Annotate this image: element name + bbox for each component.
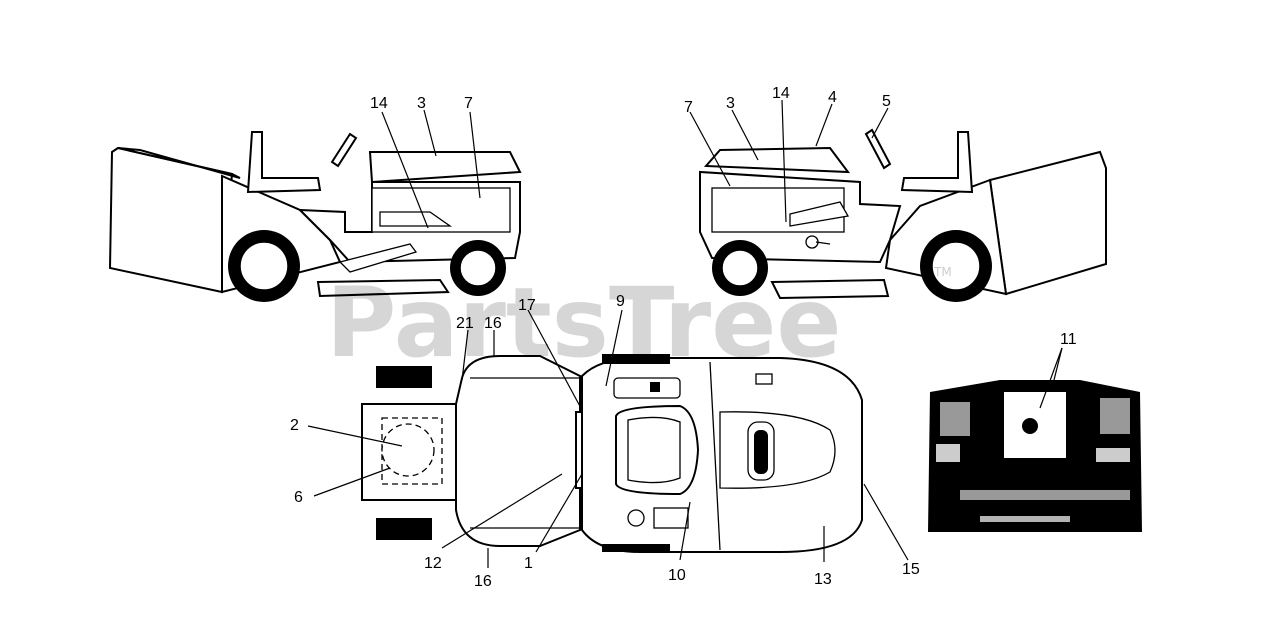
watermark-text: PartsTree <box>326 267 841 379</box>
callout-6: 6 <box>294 489 303 506</box>
callout-10: 10 <box>668 567 686 584</box>
right-side-view <box>699 128 1107 302</box>
left-side-view <box>108 131 522 302</box>
callout-3: 3 <box>417 95 426 112</box>
callout-14: 14 <box>772 85 790 102</box>
callout-15: 15 <box>902 561 920 578</box>
callout-9: 9 <box>616 293 625 310</box>
dash-inset <box>928 380 1142 532</box>
callout-11: 11 <box>1060 331 1077 348</box>
watermark-trademark: TM <box>933 265 952 279</box>
callout-13: 13 <box>814 571 832 588</box>
callout-labels: 14 3 7 7 3 14 4 5 21 16 17 9 2 6 12 1 10… <box>290 85 1077 590</box>
callout-12: 12 <box>424 555 442 572</box>
callout-16: 16 <box>484 315 502 332</box>
top-view <box>361 354 863 553</box>
callout-7: 7 <box>684 99 693 116</box>
callout-5: 5 <box>882 93 891 110</box>
callout-7: 7 <box>464 95 473 112</box>
callout-21: 21 <box>456 315 474 332</box>
callout-14: 14 <box>370 95 388 112</box>
callout-4: 4 <box>828 89 837 106</box>
callout-17: 17 <box>518 297 536 314</box>
callout-1: 1 <box>524 555 533 572</box>
callout-3: 3 <box>726 95 735 112</box>
callout-2: 2 <box>290 417 299 434</box>
leader-lines <box>307 99 1063 568</box>
callout-16: 16 <box>474 573 492 590</box>
